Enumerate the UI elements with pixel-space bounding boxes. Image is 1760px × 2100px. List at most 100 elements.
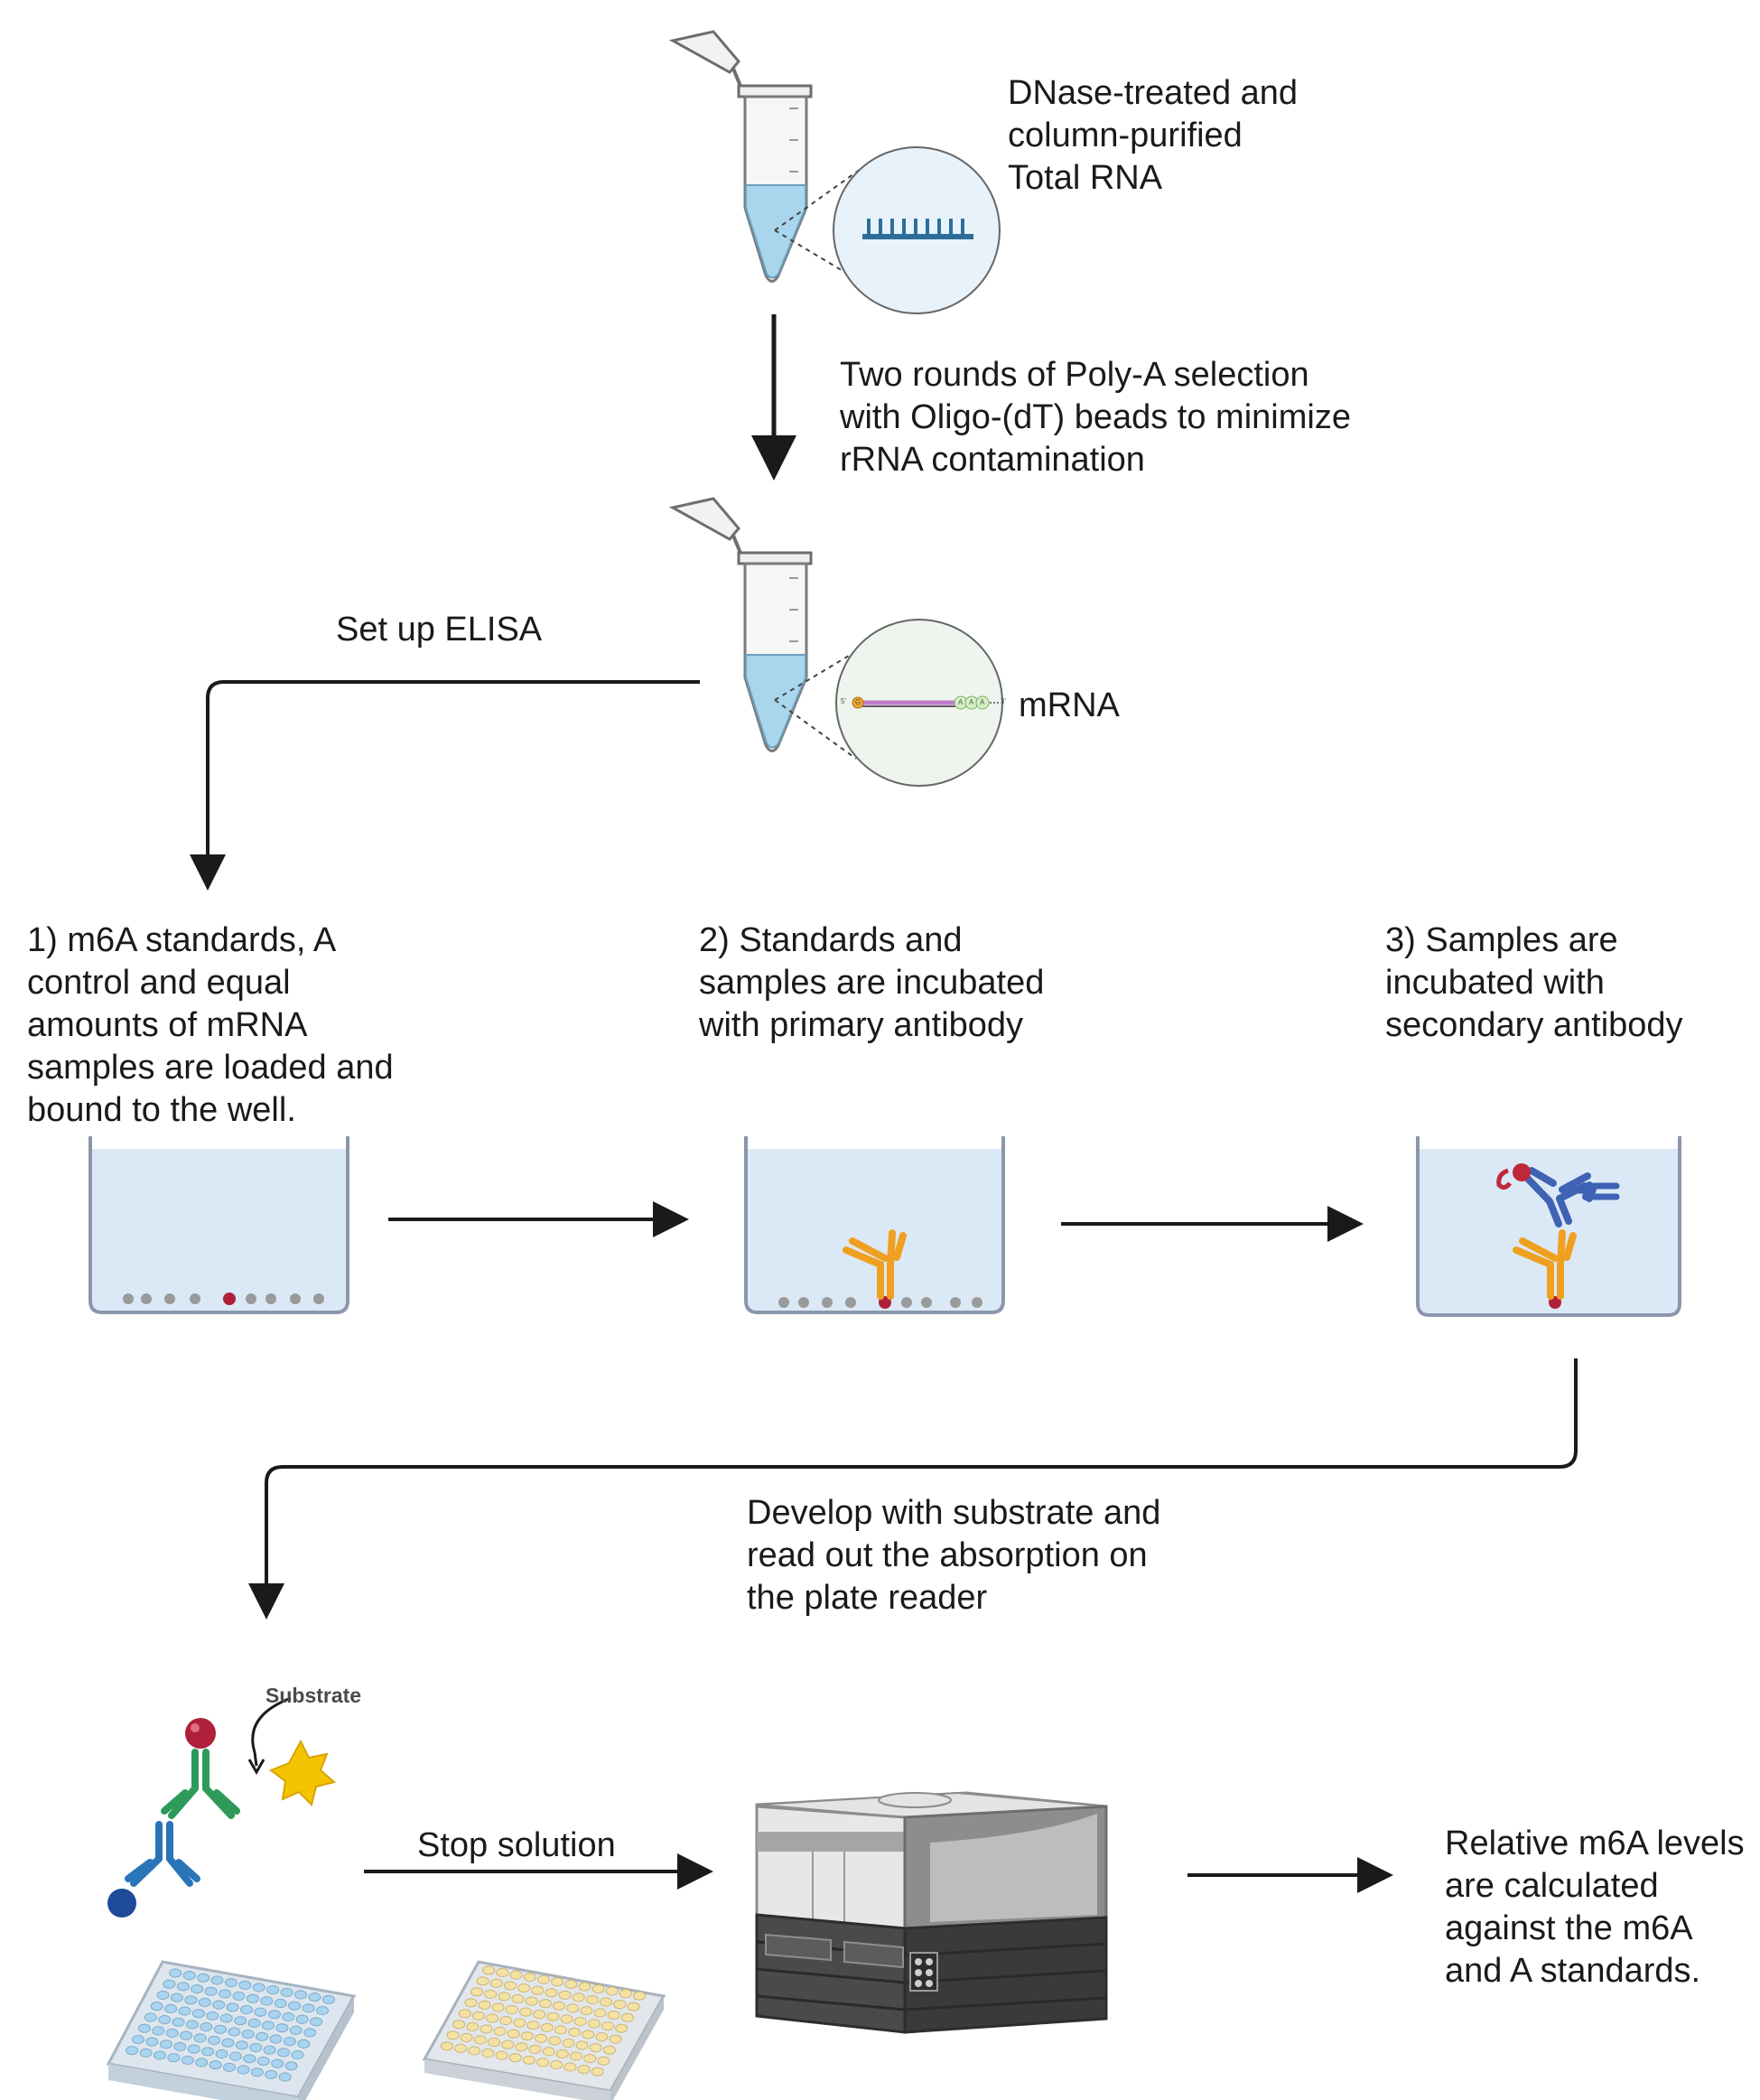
total-rna-tube-icon (668, 30, 813, 283)
plate-well (243, 2054, 256, 2064)
plate-well (234, 2016, 247, 2026)
plate-well (256, 2031, 269, 2041)
step3-line: 3) Samples are (1385, 921, 1618, 959)
total-rna-label: DNase-treated and column-purified Total … (1008, 72, 1298, 200)
stop-solution-label: Stop solution (417, 1825, 616, 1867)
plate-well (525, 1996, 538, 2006)
plate-well (288, 2001, 302, 2011)
plate-well (531, 1985, 545, 1995)
plate-well (572, 1993, 585, 2002)
plate-well (573, 2016, 587, 2027)
plate-well (167, 2053, 181, 2063)
plate-well (182, 1971, 196, 1981)
plate-well (580, 2005, 593, 2016)
plate-well (280, 1987, 293, 1997)
plate-well (578, 1982, 591, 1992)
plate-well (440, 2041, 453, 2051)
plate-well (173, 2041, 187, 2052)
setup-elisa-line: Set up ELISA (336, 611, 543, 649)
plate-well (252, 1983, 265, 1993)
develop-line: Develop with substrate and (747, 1494, 1161, 1532)
mrna-a-label: A (958, 698, 964, 706)
plate-well (523, 1972, 536, 1983)
primary-antibody-bound-icon (1513, 1229, 1577, 1300)
plate-well (158, 2015, 172, 2025)
plate-well (473, 2035, 487, 2045)
develop-line: the plate reader (747, 1579, 988, 1617)
plate-well (613, 2000, 627, 2010)
plate-well (563, 2062, 577, 2072)
step2-line: 2) Standards and (699, 921, 963, 959)
plate-well (226, 2002, 239, 2012)
plate-well (570, 2051, 582, 2061)
plate-well (566, 2003, 580, 2013)
plate-well (277, 2048, 291, 2058)
plate-well (237, 2065, 250, 2075)
plate-well (209, 2060, 222, 2070)
plate-well (164, 2003, 178, 2013)
plate-well (545, 1988, 558, 1998)
plate-well (274, 1998, 287, 2009)
plate-well (278, 2072, 292, 2082)
plate-well (208, 2035, 220, 2046)
plate-well (152, 2026, 165, 2036)
plate-well (615, 2023, 629, 2033)
plate-well (619, 1989, 632, 1999)
plate-well (575, 2040, 589, 2050)
plate-well (195, 2058, 209, 2067)
plate-well (564, 1979, 578, 1989)
plate-well (513, 2018, 526, 2028)
plate-well (262, 2021, 275, 2030)
plate-well (486, 2013, 499, 2023)
plate-well (548, 2036, 562, 2046)
plate-well (589, 2043, 602, 2053)
plate-well (289, 2025, 303, 2035)
plate-well (558, 1990, 572, 2000)
plate-well (170, 1993, 183, 2002)
step2-line: samples are incubated (699, 964, 1045, 1002)
well-1-icon (88, 1136, 349, 1314)
plate-well (550, 2059, 563, 2070)
plate-well (269, 2034, 283, 2044)
plate-well (291, 2049, 304, 2060)
plate-well (517, 1983, 531, 1993)
plate-well (249, 2042, 263, 2053)
plate-well (228, 2027, 241, 2037)
mrna-tube-icon (668, 497, 813, 752)
plate-well (554, 2025, 567, 2035)
plate-well (308, 1993, 321, 2002)
plate-well (302, 2003, 315, 2013)
plate-well (507, 2029, 520, 2039)
plate-well (238, 1980, 252, 1990)
well-2-icon (744, 1136, 1005, 1314)
primary-antibody-icon (843, 1229, 907, 1300)
plate-well (206, 2011, 219, 2021)
plate-well (187, 2044, 200, 2054)
plate-well (470, 1987, 483, 1997)
plate-well (145, 2037, 159, 2047)
plate-well (546, 2011, 560, 2021)
mrna-a-label: A (980, 698, 985, 706)
plate-well (603, 2045, 616, 2055)
plate-well (210, 1975, 224, 1985)
enzyme-icon (1513, 1163, 1531, 1181)
plate-well (468, 2046, 481, 2056)
polya-selection-label: Two rounds of Poly-A selection with Olig… (840, 354, 1351, 481)
plate-well (515, 2042, 528, 2052)
plate-well (156, 1990, 170, 2001)
plate-well (232, 1991, 246, 2002)
step1-label: 1) m6A standards, A control and equal am… (27, 919, 394, 1132)
plate-well (595, 2032, 609, 2042)
plate-well (235, 2040, 248, 2050)
plate-well (219, 2013, 233, 2023)
total-rna-zoom-icon (774, 146, 1001, 314)
develop-label: Develop with substrate and read out the … (747, 1492, 1160, 1619)
plate-well (501, 2039, 515, 2049)
plate-well (454, 2043, 468, 2053)
plate-well (193, 2033, 207, 2043)
substrate-star-icon (268, 1739, 337, 1806)
plate-well (191, 1983, 204, 1994)
develop-line: read out the absorption on (747, 1536, 1148, 1574)
plate-well (496, 1967, 509, 1977)
plate-well (165, 2028, 179, 2039)
